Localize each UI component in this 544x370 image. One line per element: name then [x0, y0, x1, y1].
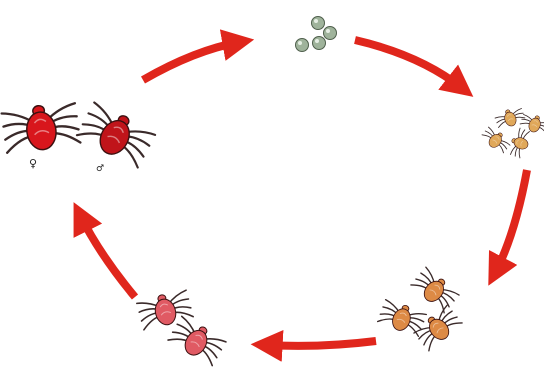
egg-cluster [295, 16, 337, 52]
protonymph-mite [410, 266, 460, 314]
egg [323, 26, 337, 40]
egg [295, 38, 309, 52]
arrow-eggs-to-larvae [354, 36, 474, 97]
deutonymph-cluster [136, 289, 227, 367]
egg [312, 36, 326, 50]
protonymph-cluster [376, 266, 463, 352]
arrow-deutonymphs-to-adults [73, 202, 139, 300]
larva-mite [481, 126, 511, 154]
adult-mites [0, 101, 157, 169]
protonymph-mite [413, 304, 463, 352]
deutonymph-mite [136, 289, 194, 331]
larva-mite [494, 108, 526, 128]
deutonymph-mite [167, 315, 227, 367]
protonymph-mite [376, 298, 428, 338]
adult-female-mite [0, 102, 82, 154]
egg [311, 16, 325, 30]
adult-male-mite [75, 101, 157, 169]
female-symbol: ♀ [29, 157, 38, 170]
arrow-protonymphs-to-deutonymphs [250, 329, 377, 362]
larva-mite [510, 127, 530, 159]
male-symbol: ♂ [96, 164, 105, 174]
larva-cluster [481, 108, 544, 159]
arrow-adults-to-eggs [141, 29, 255, 84]
arrow-larvae-to-protonymphs [488, 169, 531, 286]
cycle-arrows [73, 29, 531, 362]
